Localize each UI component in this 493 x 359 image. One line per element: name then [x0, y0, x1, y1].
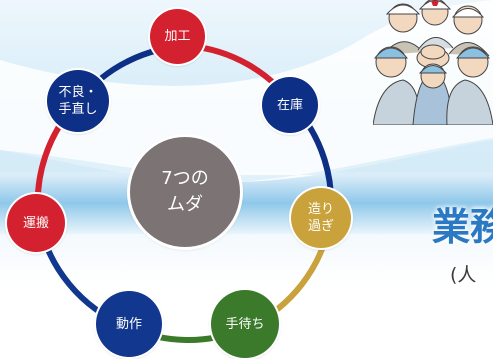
node-tsukurisugi-label: 造り 過ぎ — [307, 202, 334, 234]
node-furyou-label: 不良・ 手直し — [58, 85, 98, 117]
node-kakou-label: 加工 — [164, 29, 191, 44]
node-temachi-label: 手待ち — [225, 316, 265, 332]
node-dousa: 動作 — [96, 291, 162, 357]
center-node-seven-wastes: 7つの ムダ — [130, 137, 240, 247]
node-temachi: 手待ち — [211, 290, 279, 358]
node-zaiko: 在庫 — [262, 77, 318, 133]
workers-team-huddle-illustration — [373, 0, 493, 125]
node-unpan: 運搬 — [7, 194, 65, 252]
page-title: 業務 — [432, 205, 493, 249]
page-subtitle: (人 — [450, 264, 477, 286]
node-unpan-label: 運搬 — [22, 215, 49, 231]
node-furyou: 不良・ 手直し — [47, 70, 109, 132]
background-band — [0, 172, 493, 234]
node-kakou: 加工 — [150, 9, 205, 64]
node-zaiko-label: 在庫 — [276, 97, 303, 113]
node-dousa-label: 動作 — [115, 316, 142, 332]
center-node-label: 7つの ムダ — [161, 168, 209, 215]
node-tsukurisugi: 造り 過ぎ — [291, 188, 351, 248]
